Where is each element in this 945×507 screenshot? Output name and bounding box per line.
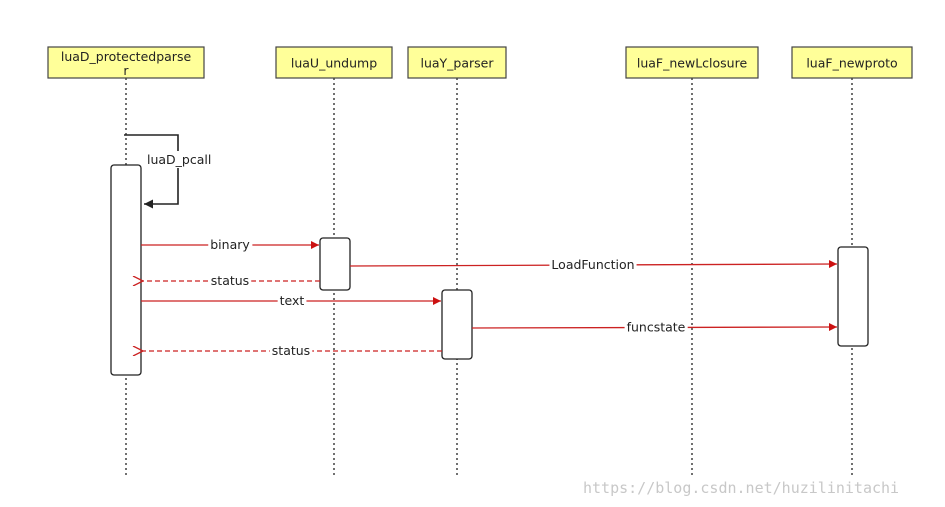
actor-label: luaY_parser — [420, 56, 494, 71]
actor-label: luaF_newproto — [806, 56, 897, 71]
lifelines — [125, 78, 853, 475]
activation-newproto — [837, 246, 869, 347]
message-status1: status — [143, 273, 320, 288]
message-binary: binary — [141, 237, 319, 252]
activation-bars — [110, 164, 869, 376]
activation-protectedparser — [110, 164, 142, 376]
label-backing — [277, 293, 307, 308]
actor-box — [407, 46, 507, 79]
label-backing — [624, 319, 688, 335]
message-label: binary — [210, 237, 250, 252]
activation-parser — [441, 289, 473, 360]
actor-parser[interactable]: luaY_parser — [407, 46, 507, 79]
message-label: luaD_pcall — [147, 152, 211, 167]
label-backing — [146, 151, 210, 168]
message-label: funcstate — [627, 320, 686, 335]
activation-undump — [319, 237, 351, 291]
message-status2: status — [143, 343, 442, 358]
label-backing — [208, 237, 253, 252]
message-funcstate: funcstate — [471, 319, 838, 335]
message-label: text — [280, 293, 305, 308]
message-text: text — [141, 293, 441, 308]
actor-label: luaD_protectedparse — [61, 49, 192, 64]
self-call-arrow — [124, 134, 179, 209]
label-backing — [549, 257, 637, 272]
actor-newproto[interactable]: luaF_newproto — [791, 46, 913, 79]
watermark: https://blog.csdn.net/huzilinitachi — [583, 479, 899, 497]
actor-label: luaF_newLclosure — [637, 56, 748, 71]
actor-box — [625, 46, 759, 79]
actor-box — [791, 46, 913, 79]
actor-label: luaU_undump — [291, 56, 377, 71]
message-loadfunction: LoadFunction — [349, 257, 838, 272]
actor-undump[interactable]: luaU_undump — [275, 46, 393, 79]
message-label: status — [211, 273, 249, 288]
message-pcall: luaD_pcall — [124, 134, 211, 209]
message-label: LoadFunction — [551, 257, 634, 272]
actor-label: r — [123, 63, 129, 78]
actor-box — [47, 46, 205, 79]
actor-box — [275, 46, 393, 79]
label-backing — [269, 343, 313, 358]
label-backing — [208, 273, 252, 288]
message-label: status — [272, 343, 310, 358]
actor-newlclosure[interactable]: luaF_newLclosure — [625, 46, 759, 79]
